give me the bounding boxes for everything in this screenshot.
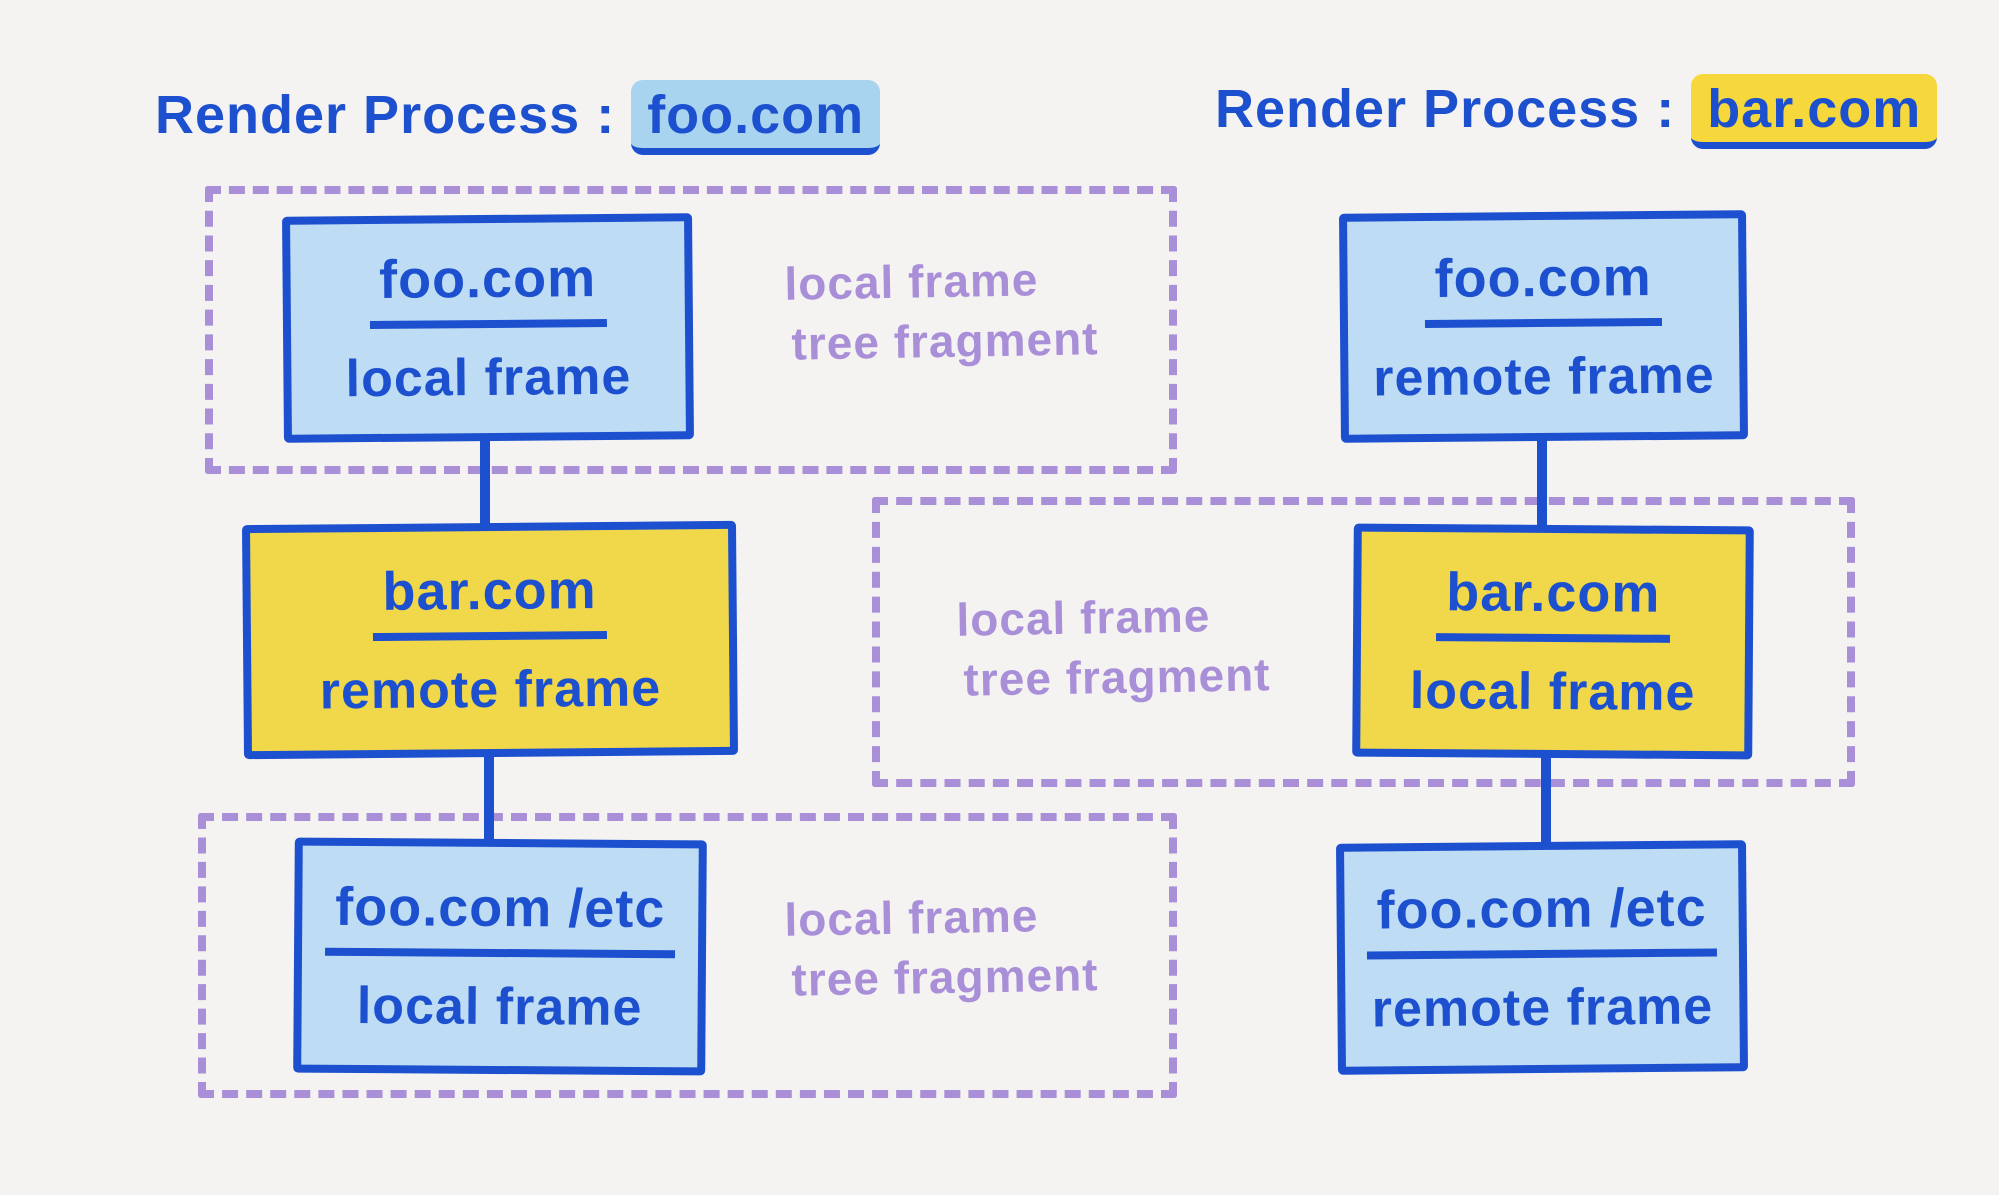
node-role: local frame [345,347,632,409]
left-process-title-domain-highlight: foo.com [631,80,881,155]
node-left-foo-local-frame: foo.com local frame [282,213,694,443]
left-top-fragment-box [205,186,1177,474]
node-left-bar-remote-frame: bar.com remote frame [241,520,739,760]
right-middle-fragment-box [872,497,1855,787]
node-domain: bar.com [1435,560,1671,643]
fragment-label-line2: tree fragment [791,948,1099,1006]
node-role: local frame [356,976,643,1037]
node-domain: foo.com /etc [1366,875,1718,960]
right-process-title-prefix: Render Process : [1215,79,1676,139]
node-domain: foo.com [368,246,607,330]
node-left-foo-etc-local-frame: foo.com /etc local frame [293,837,707,1076]
fragment-label-line1: local frame [956,589,1211,646]
node-role: remote frame [319,659,662,721]
node-role: remote frame [1371,977,1714,1038]
fragment-label-line2: tree fragment [963,648,1271,706]
node-role: remote frame [1372,346,1715,407]
right-middle-fragment-label: local frame tree fragment [956,585,1271,710]
connector-left-middle-bottom [484,748,494,848]
node-right-foo-remote-frame: foo.com remote frame [1339,210,1748,443]
left-bottom-fragment-label: local frame tree fragment [784,885,1099,1010]
left-process-title: Render Process :foo.com [155,80,881,155]
node-role: local frame [1409,661,1696,722]
node-domain: foo.com /etc [324,875,676,958]
connector-right-top-middle [1537,434,1547,534]
node-right-bar-local-frame: bar.com local frame [1352,523,1754,760]
connector-right-middle-bottom [1541,750,1551,850]
node-right-foo-etc-remote-frame: foo.com /etc remote frame [1335,840,1749,1075]
left-top-fragment-label: local frame tree fragment [784,249,1099,374]
node-domain: foo.com [1424,245,1662,328]
fragment-label-line1: local frame [784,889,1039,946]
right-process-title-domain-highlight: bar.com [1691,74,1938,149]
left-bottom-fragment-box [198,813,1177,1098]
fragment-label-line2: tree fragment [791,312,1099,370]
connector-left-top-middle [480,434,490,532]
node-domain: bar.com [372,558,608,642]
right-process-title: Render Process :bar.com [1215,74,1938,149]
fragment-label-line1: local frame [784,253,1039,310]
left-process-title-prefix: Render Process : [155,85,616,145]
